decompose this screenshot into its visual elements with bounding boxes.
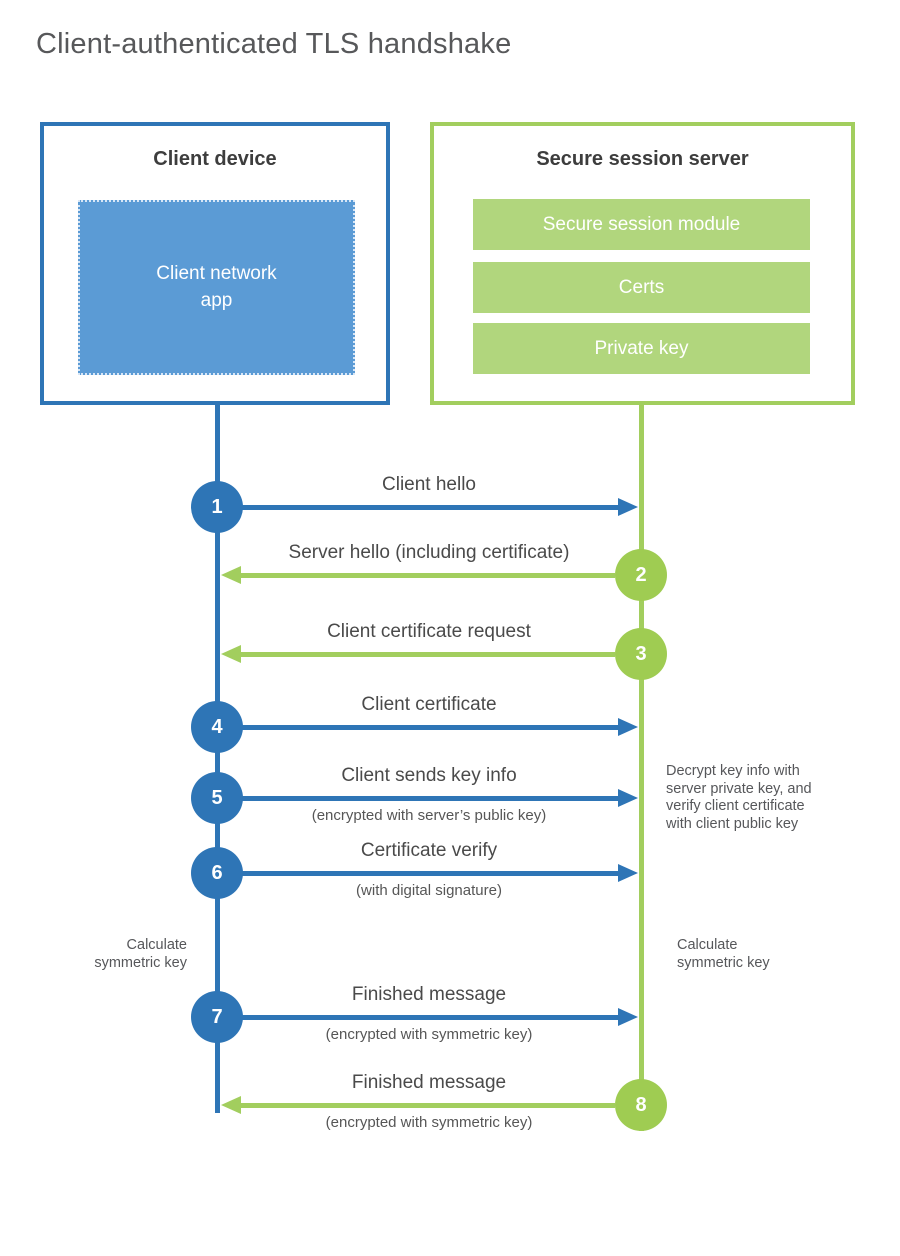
message-sublabel-8: (encrypted with symmetric key) xyxy=(325,1114,533,1131)
message-label-2: Server hello (including certificate) xyxy=(288,542,570,563)
message-sublabel-5: (encrypted with server’s public key) xyxy=(311,807,547,824)
note-calculate-symmetric-key-client: Calculate symmetric key xyxy=(94,937,187,971)
message-arrow-line-6 xyxy=(242,871,618,876)
step-circle-1: 1 xyxy=(191,481,243,533)
step-number: 7 xyxy=(211,1005,223,1028)
message-label-6: Certificate verify xyxy=(360,840,498,861)
message-arrow-line-1 xyxy=(242,505,618,510)
message-arrow-line-8 xyxy=(239,1103,615,1108)
message-label-5: Client sends key info xyxy=(341,765,517,786)
step-circle-4: 4 xyxy=(191,701,243,753)
server-module-secure-session: Secure session module xyxy=(473,199,810,250)
secure-session-server-title: Secure session server xyxy=(536,148,749,170)
step-circle-6: 6 xyxy=(191,847,243,899)
step-circle-3: 3 xyxy=(615,628,667,680)
note-decrypt-key-info: Decrypt key info with server private key… xyxy=(666,763,812,833)
step-number: 6 xyxy=(211,861,223,884)
message-arrow-line-4 xyxy=(242,725,618,730)
message-arrow-line-3 xyxy=(239,652,615,657)
server-module-private-key: Private key xyxy=(473,323,810,374)
arrow-right-icon-4 xyxy=(618,718,638,736)
step-number: 1 xyxy=(211,495,223,518)
step-number: 8 xyxy=(635,1093,647,1116)
client-device-box: Client device Client network app xyxy=(40,122,390,405)
arrow-left-icon-8 xyxy=(221,1096,241,1114)
step-number: 3 xyxy=(635,642,647,665)
message-label-4: Client certificate xyxy=(361,694,497,715)
step-circle-5: 5 xyxy=(191,772,243,824)
message-arrow-line-5 xyxy=(242,796,618,801)
step-circle-8: 8 xyxy=(615,1079,667,1131)
step-number: 2 xyxy=(635,563,647,586)
message-label-1: Client hello xyxy=(382,474,476,495)
step-circle-7: 7 xyxy=(191,991,243,1043)
message-arrow-line-7 xyxy=(242,1015,618,1020)
arrow-right-icon-5 xyxy=(618,789,638,807)
arrow-right-icon-7 xyxy=(618,1008,638,1026)
secure-session-server-box: Secure session server Secure session mod… xyxy=(430,122,855,405)
server-lifeline xyxy=(639,405,644,1131)
note-calculate-symmetric-key-server: Calculate symmetric key xyxy=(677,937,770,971)
arrow-left-icon-2 xyxy=(221,566,241,584)
page-title: Client-authenticated TLS handshake xyxy=(36,28,512,60)
client-device-title: Client device xyxy=(153,148,277,170)
message-arrow-line-2 xyxy=(239,573,615,578)
arrow-right-icon-6 xyxy=(618,864,638,882)
client-network-app-box: Client network app xyxy=(78,200,355,375)
step-circle-2: 2 xyxy=(615,549,667,601)
message-sublabel-7: (encrypted with symmetric key) xyxy=(325,1026,533,1043)
message-label-3: Client certificate request xyxy=(327,621,531,642)
message-sublabel-6: (with digital signature) xyxy=(356,882,502,899)
server-module-certs: Certs xyxy=(473,262,810,313)
message-label-8: Finished message xyxy=(351,1072,507,1093)
arrow-left-icon-3 xyxy=(221,645,241,663)
step-number: 4 xyxy=(211,715,223,738)
client-lifeline xyxy=(215,405,220,1113)
arrow-right-icon-1 xyxy=(618,498,638,516)
message-label-7: Finished message xyxy=(351,984,507,1005)
step-number: 5 xyxy=(211,786,223,809)
